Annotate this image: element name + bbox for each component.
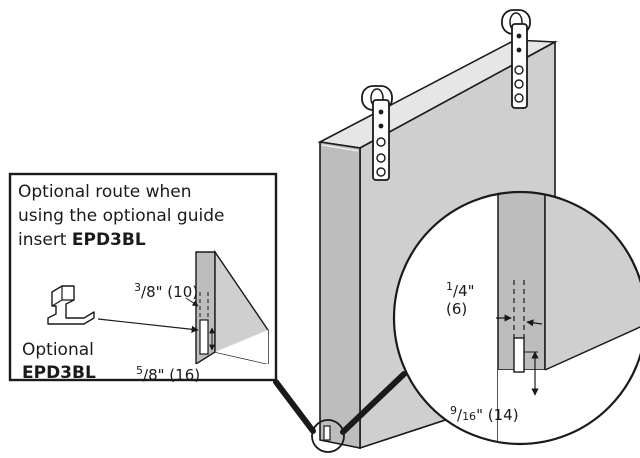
groove-width-den: 4 xyxy=(458,282,468,300)
route-depth-label: 5/8" (16) xyxy=(136,364,200,384)
route-width-num: 3 xyxy=(134,281,141,294)
groove-depth-num: 9 xyxy=(450,404,457,417)
route-depth-metric: (16) xyxy=(169,366,200,384)
route-width-metric: (10) xyxy=(167,283,198,301)
hanger-left xyxy=(361,85,393,181)
groove-width-label: 1/4" xyxy=(446,280,475,300)
bolt-icon xyxy=(514,93,524,103)
guide-insert-icon xyxy=(47,285,95,325)
bolt-icon xyxy=(376,137,386,147)
route-depth-num: 5 xyxy=(136,364,143,377)
groove-depth-label: 9/16" (14) xyxy=(450,404,519,424)
route-width-den: 8 xyxy=(146,283,156,301)
bolt-icon xyxy=(514,65,524,75)
callout-line-1: Optional route when xyxy=(18,182,192,202)
insert-arrow xyxy=(97,318,199,333)
hanger-right xyxy=(501,9,531,109)
insert-label-line-2: EPD3BL xyxy=(22,363,96,383)
insert-label-line-1: Optional xyxy=(22,340,94,360)
groove-width-metric: (6) xyxy=(446,300,467,318)
magnified-groove-detail xyxy=(392,190,640,446)
groove-depth-den: 16 xyxy=(462,410,476,423)
route-width-label: 3/8" (10) xyxy=(134,281,198,301)
route-section-view xyxy=(195,249,269,364)
route-depth-den: 8 xyxy=(148,366,158,384)
callout-line-3: insert EPD3BL xyxy=(18,230,146,250)
bolt-icon xyxy=(514,79,524,89)
groove-depth-metric: (14) xyxy=(488,406,519,424)
door-side-edge xyxy=(319,141,361,449)
callout-part-number: EPD3BL xyxy=(72,230,146,250)
callout-box: Optional route when using the optional g… xyxy=(8,172,278,384)
groove-width-num: 1 xyxy=(446,280,453,293)
detail-marker xyxy=(273,371,407,453)
bolt-icon xyxy=(376,167,386,177)
callout-line-2: using the optional guide xyxy=(18,206,224,226)
bolt-icon xyxy=(376,153,386,163)
